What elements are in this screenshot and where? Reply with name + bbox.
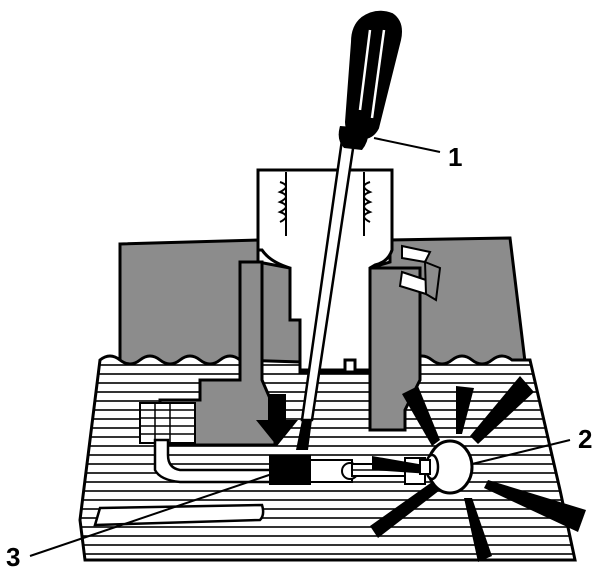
callout-2-label: 2 (578, 424, 592, 454)
ribbon-connector (140, 403, 195, 443)
callout-1-label: 1 (448, 142, 462, 172)
callout-3-label: 3 (6, 542, 20, 571)
